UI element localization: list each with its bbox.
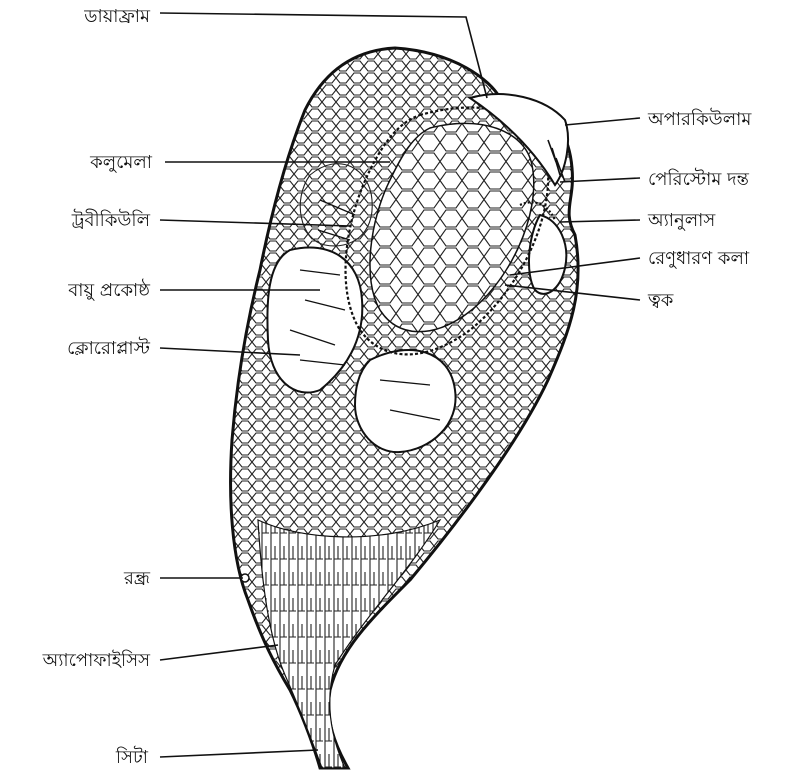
label-epidermis: ত্বক (647, 290, 674, 311)
label-trabeculae: ট্রবীকিউলি (71, 209, 151, 231)
label-sporogenous-tissue: রেণুধারণ কলা (648, 248, 750, 269)
leader-seta (160, 750, 318, 757)
label-seta: সিটা (115, 746, 149, 768)
label-stoma: রন্ধ্র (123, 568, 151, 589)
label-chloroplast: ক্লোরোপ্লাস্ট (67, 337, 150, 359)
label-diaphragm: ডায়াফ্রাম (83, 6, 151, 27)
leader-annulus (560, 220, 640, 222)
label-annulus: অ্যানুলাস (647, 210, 716, 231)
leader-apophysis (160, 645, 278, 660)
label-operculum: অপারকিউলাম (647, 108, 752, 130)
capsule (231, 48, 579, 768)
apophysis-tissue (258, 520, 440, 768)
leader-operculum (565, 118, 640, 125)
label-air-chamber: বায়ু প্রকোষ্ঠ (67, 279, 150, 301)
label-apophysis: অ্যাপোফাইসিস (42, 650, 151, 671)
label-columella: কলুমেলা (89, 152, 153, 173)
label-peristome-teeth: পেরিস্টোম দন্ত (648, 168, 750, 190)
